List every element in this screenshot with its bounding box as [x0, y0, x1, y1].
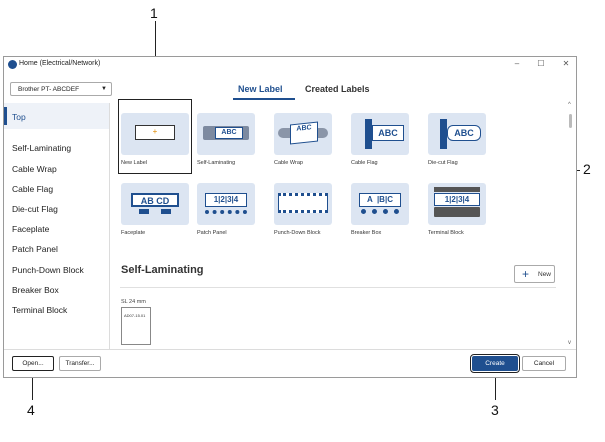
scroll-up-icon[interactable]: ^	[568, 102, 571, 108]
callout-3: 3	[491, 402, 499, 418]
callout-3-line	[495, 372, 496, 400]
patch-panel-ports	[205, 210, 247, 214]
template-label: Cable Wrap	[274, 160, 303, 166]
plus-icon: +	[522, 267, 530, 281]
new-label-plus: +	[152, 127, 158, 136]
scroll-down-icon[interactable]: v	[568, 340, 571, 346]
template-punch-down-block[interactable]	[274, 183, 332, 225]
template-label: Cable Flag	[351, 160, 378, 166]
template-cable-flag[interactable]: ABC	[351, 113, 409, 155]
breaker-box-text: A |B|C	[359, 193, 401, 207]
new-template-button[interactable]: + New	[514, 265, 555, 283]
cable-flag-pole	[365, 119, 372, 149]
sidebar-item-terminal-block[interactable]: Terminal Block	[12, 305, 68, 315]
template-label: Terminal Block	[428, 230, 464, 236]
section-divider	[120, 287, 556, 288]
template-self-laminating[interactable]: ABC	[197, 113, 255, 155]
template-label: Die-cut Flag	[428, 160, 458, 166]
printer-select-value: Brother PT- ABCDEF	[18, 86, 80, 93]
sidebar-item-patch-panel[interactable]: Patch Panel	[12, 244, 58, 254]
template-label: Faceplate	[121, 230, 146, 236]
cancel-button[interactable]: Cancel	[522, 356, 566, 371]
scroll-thumb[interactable]	[569, 114, 572, 128]
sidebar-item-top[interactable]: Top	[12, 112, 26, 122]
callout-2: 2	[583, 161, 591, 177]
terminal-block-text: 1|2|3|4	[434, 193, 480, 206]
footer-bar: Open... Transfer... Create Cancel	[4, 349, 576, 378]
template-label: Patch Panel	[197, 230, 227, 236]
sidebar-item-self-laminating[interactable]: Self-Laminating	[12, 143, 72, 153]
template-faceplate[interactable]: AB CD	[121, 183, 189, 225]
breaker-box-switches	[361, 209, 399, 214]
callout-1: 1	[150, 5, 158, 21]
printer-select[interactable]: Brother PT- ABCDEF ▼	[10, 82, 112, 96]
create-button[interactable]: Create	[470, 354, 520, 373]
open-button[interactable]: Open...	[12, 356, 54, 371]
minimize-button[interactable]: –	[514, 59, 520, 68]
new-button-label: New	[538, 271, 552, 278]
sidebar-item-faceplate[interactable]: Faceplate	[12, 224, 50, 234]
tab-created-labels[interactable]: Created Labels	[305, 84, 370, 94]
chevron-down-icon: ▼	[101, 86, 107, 92]
self-laminating-text: ABC	[215, 127, 243, 139]
new-label-icon: +	[135, 125, 175, 140]
template-terminal-block[interactable]: 1|2|3|4	[428, 183, 486, 225]
app-icon	[8, 60, 17, 69]
close-button[interactable]: ✕	[562, 59, 570, 68]
maximize-button[interactable]: ☐	[537, 59, 545, 68]
sidebar-item-breaker-box[interactable]: Breaker Box	[12, 285, 59, 295]
template-new-label[interactable]: +	[121, 113, 189, 155]
template-label: New Label	[121, 160, 147, 166]
window-title: Home (Electrical/Network)	[19, 60, 101, 67]
callout-4: 4	[27, 402, 35, 418]
sidebar-item-punch-down-block[interactable]: Punch-Down Block	[12, 265, 84, 275]
selected-template-frame	[118, 99, 192, 174]
template-cable-wrap[interactable]: ABC	[274, 113, 332, 155]
faceplate-text: AB CD	[131, 193, 179, 207]
sidebar: Top Self-Laminating Cable Wrap Cable Fla…	[4, 103, 110, 349]
faceplate-port-right	[161, 209, 171, 214]
cable-wrap-text: ABC	[290, 121, 318, 145]
active-tab-indicator	[233, 98, 295, 100]
app-window: Home (Electrical/Network) – ☐ ✕ Brother …	[3, 56, 577, 378]
tape-template-thumbnail[interactable]: AD07-15.01	[121, 307, 151, 345]
faceplate-port-left	[139, 209, 149, 214]
template-breaker-box[interactable]: A |B|C	[351, 183, 409, 225]
tab-new-label[interactable]: New Label	[238, 84, 283, 94]
tape-size-label: SL 24 mm	[121, 299, 146, 305]
title-bar: Home (Electrical/Network) – ☐ ✕	[4, 57, 576, 73]
transfer-button[interactable]: Transfer...	[59, 356, 101, 371]
die-cut-flag-pole	[440, 119, 447, 149]
sidebar-active-indicator	[4, 107, 7, 125]
template-label: Punch-Down Block	[274, 230, 321, 236]
template-die-cut-flag[interactable]: ABC	[428, 113, 486, 155]
sidebar-active-bg	[4, 103, 109, 129]
patch-panel-text: 1|2|3|4	[205, 193, 247, 207]
terminal-block-screws	[434, 207, 480, 217]
cable-flag-text: ABC	[372, 125, 404, 141]
callout-4-line	[32, 372, 33, 400]
template-label: Breaker Box	[351, 230, 382, 236]
sidebar-item-die-cut-flag[interactable]: Die-cut Flag	[12, 204, 58, 214]
terminal-block-top	[434, 187, 480, 192]
section-heading: Self-Laminating	[121, 264, 204, 276]
sidebar-item-cable-flag[interactable]: Cable Flag	[12, 184, 54, 194]
vertical-scrollbar[interactable]: ^ v	[567, 102, 575, 349]
punch-down-block-icon	[278, 193, 328, 213]
template-label: Self-Laminating	[197, 160, 236, 166]
die-cut-flag-text: ABC	[447, 125, 481, 141]
template-patch-panel[interactable]: 1|2|3|4	[197, 183, 255, 225]
thumbnail-text: AD07-15.01	[124, 313, 146, 318]
sidebar-item-cable-wrap[interactable]: Cable Wrap	[12, 164, 57, 174]
